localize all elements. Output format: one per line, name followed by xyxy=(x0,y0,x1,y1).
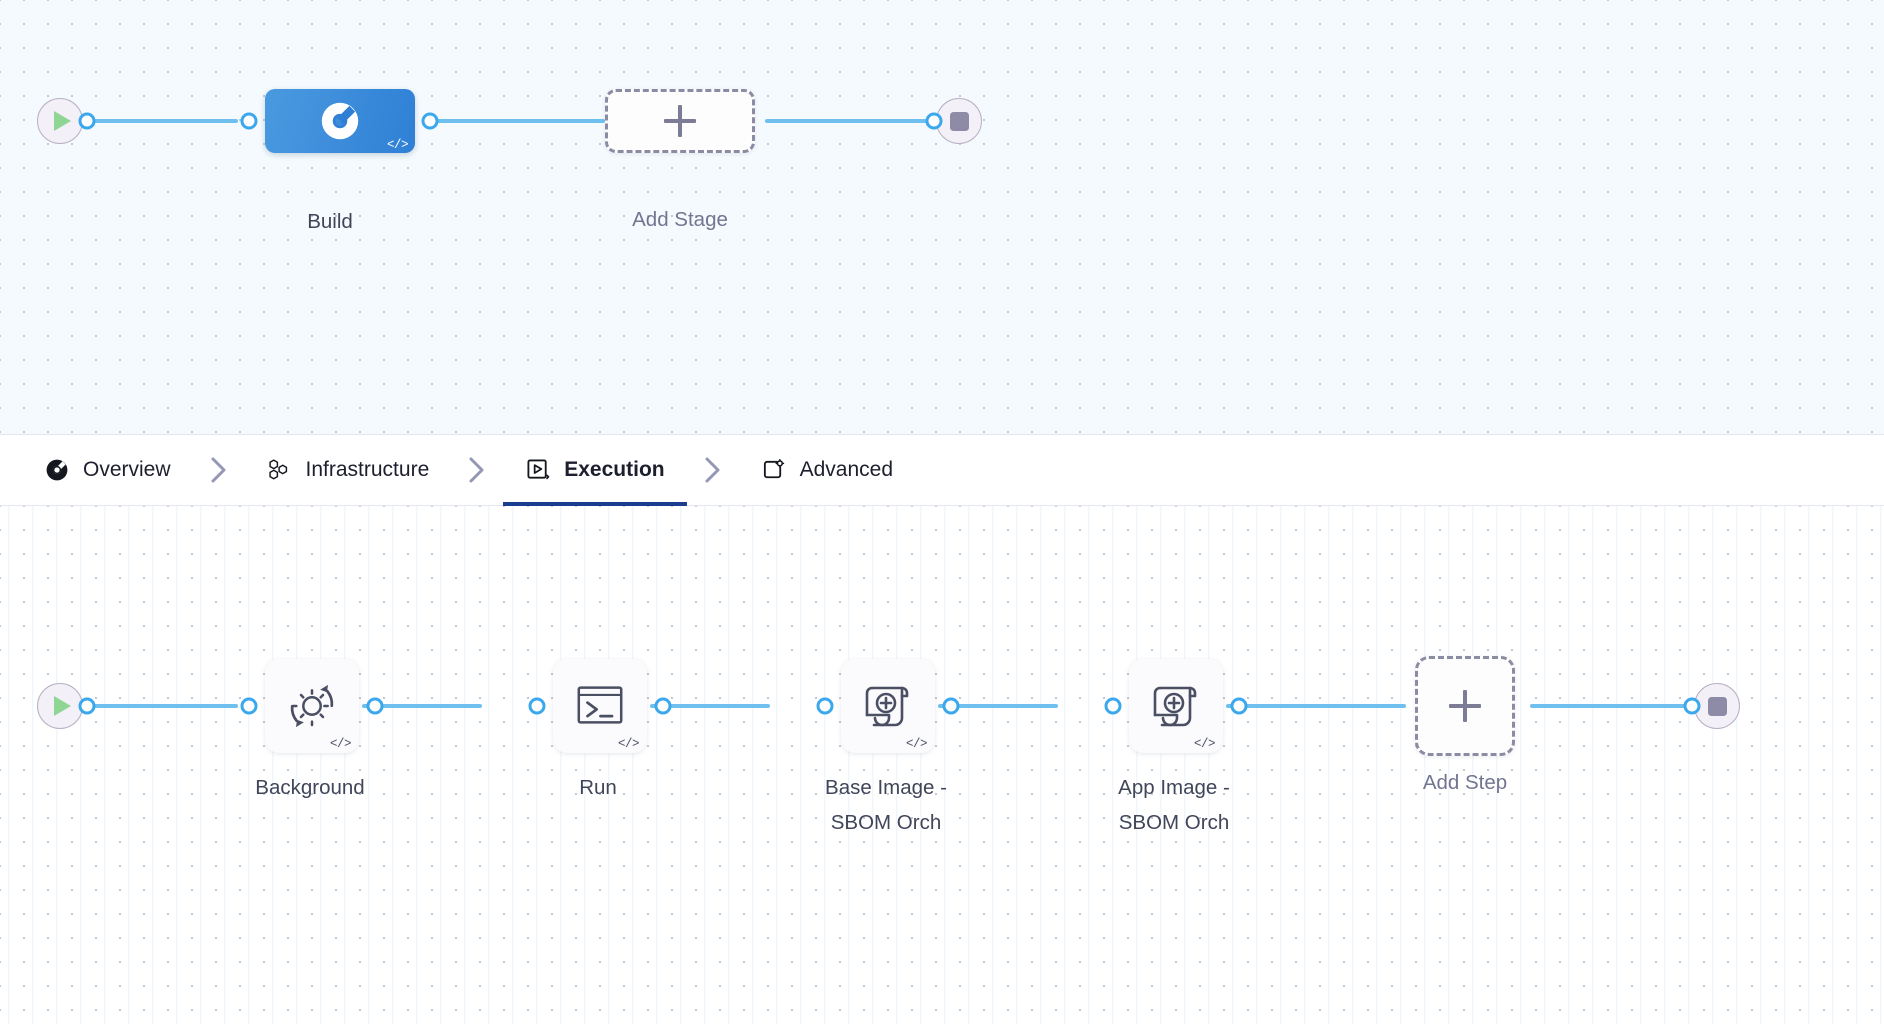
step-node-run[interactable]: </> xyxy=(553,659,647,753)
port-run-in[interactable] xyxy=(654,697,672,715)
step-label-base-image-sbom: Base Image - SBOM Orch xyxy=(825,776,947,834)
play-box-icon xyxy=(525,457,551,483)
scroll-plus-icon xyxy=(1153,686,1197,727)
port-build-in[interactable] xyxy=(240,112,258,130)
scroll-plus-icon xyxy=(865,686,909,727)
step-label-app-image-sbom: App Image - SBOM Orch xyxy=(1118,776,1230,834)
step-code-badge: </> xyxy=(329,736,352,751)
port-appimage-in[interactable] xyxy=(1230,697,1248,715)
port-exec-start-out[interactable] xyxy=(78,697,96,715)
port-exec-end-in[interactable] xyxy=(1683,697,1701,715)
tab-infrastructure[interactable]: Infrastructure xyxy=(245,435,452,505)
stage-graph-canvas[interactable]: </> Build Add Stage xyxy=(0,0,1884,434)
port-build-out[interactable] xyxy=(421,112,439,130)
pipeline-start-node[interactable] xyxy=(37,98,83,144)
tab-execution[interactable]: Execution xyxy=(503,435,687,506)
wire-appimage-to-addstep xyxy=(1226,704,1406,708)
step-code-badge: </> xyxy=(617,736,640,751)
add-step-label: Add Step xyxy=(1422,771,1508,794)
tab-separator-3 xyxy=(687,435,739,505)
port-baseimage-in[interactable] xyxy=(942,697,960,715)
port-end-in[interactable] xyxy=(925,112,943,130)
chevron-right-icon xyxy=(469,457,484,483)
wire-build-to-addstage xyxy=(425,119,605,123)
port-background-in[interactable] xyxy=(240,697,258,715)
wire-addstep-to-end xyxy=(1530,704,1715,708)
step-code-badge: </> xyxy=(1193,736,1216,751)
port-start-out[interactable] xyxy=(78,112,96,130)
wire-addstage-to-end xyxy=(765,119,950,123)
plus-icon xyxy=(664,105,696,137)
port-appimage-out[interactable] xyxy=(1104,697,1122,715)
wire-start-to-background xyxy=(78,704,238,708)
add-stage-button[interactable] xyxy=(605,89,755,153)
stage-config-tabbar: Overview Infrastructure xyxy=(0,434,1884,506)
tab-overview[interactable]: Overview xyxy=(22,435,193,505)
step-node-background[interactable]: </> xyxy=(265,659,359,753)
execution-graph-canvas[interactable]: </> Background </> Run xyxy=(0,506,1884,1024)
port-baseimage-out[interactable] xyxy=(816,697,834,715)
stop-icon xyxy=(1707,696,1727,716)
stage-code-badge: </> xyxy=(386,137,409,152)
execution-start-node[interactable] xyxy=(37,683,83,729)
tab-advanced-label: Advanced xyxy=(799,458,894,481)
harness-ci-build-icon xyxy=(321,102,359,140)
step-node-app-image-sbom[interactable]: </> xyxy=(1129,659,1223,753)
plus-icon xyxy=(1449,690,1481,722)
stage-label-build: Build xyxy=(307,210,353,233)
chevron-right-icon xyxy=(211,457,226,483)
wire-start-to-build xyxy=(78,119,238,123)
play-icon xyxy=(54,696,71,716)
chevron-right-icon xyxy=(705,457,720,483)
port-background-out[interactable] xyxy=(366,697,384,715)
execution-end-node[interactable] xyxy=(1694,683,1740,729)
step-node-base-image-sbom[interactable]: </> xyxy=(841,659,935,753)
tab-infrastructure-label: Infrastructure xyxy=(305,458,430,481)
add-stage-label: Add Stage xyxy=(632,208,728,231)
tab-separator-2 xyxy=(451,435,503,505)
document-gear-icon xyxy=(761,457,787,483)
step-label-background: Background xyxy=(255,776,365,799)
wire-run-to-baseimage xyxy=(650,704,770,708)
pipeline-end-node[interactable] xyxy=(936,98,982,144)
tab-execution-label: Execution xyxy=(564,458,665,481)
play-icon xyxy=(54,111,71,131)
step-label-run: Run xyxy=(579,776,617,799)
tab-separator-1 xyxy=(193,435,245,505)
step-code-badge: </> xyxy=(905,736,928,751)
port-run-out[interactable] xyxy=(528,697,546,715)
harness-overview-icon xyxy=(44,457,70,483)
wire-background-to-run xyxy=(362,704,482,708)
add-step-button[interactable] xyxy=(1415,656,1515,756)
stage-node-build[interactable]: </> xyxy=(265,89,415,153)
gear-refresh-icon xyxy=(290,684,334,728)
stop-icon xyxy=(949,111,969,131)
terminal-icon xyxy=(577,686,623,724)
wire-baseimage-to-appimage xyxy=(938,704,1058,708)
tab-advanced[interactable]: Advanced xyxy=(739,435,915,505)
tab-overview-label: Overview xyxy=(83,458,171,481)
hexagon-cluster-icon xyxy=(267,457,293,483)
